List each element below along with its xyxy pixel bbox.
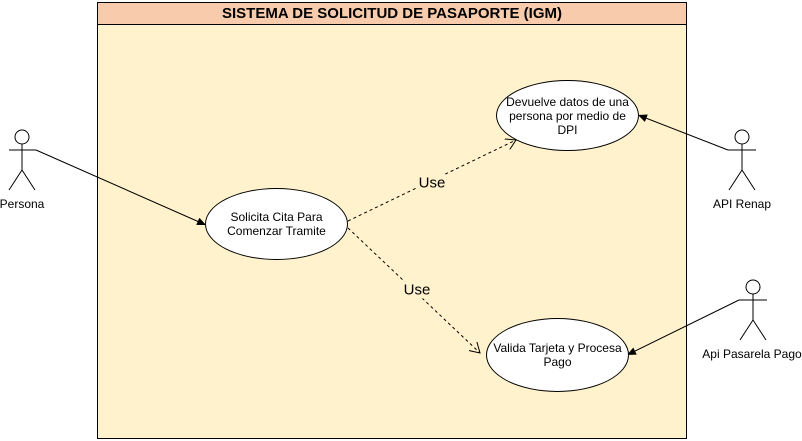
api-renap-actor-figure <box>728 129 756 191</box>
persona-to-solicita-line <box>35 149 207 226</box>
actor-label-persona: Persona <box>0 197 45 211</box>
persona-actor-figure <box>8 129 36 191</box>
api-pasarela-actor-figure <box>739 279 767 341</box>
actor-label-api-renap: API Renap <box>712 197 772 211</box>
use-case-devuelve-datos: Devuelve datos de una persona por medio … <box>496 80 639 151</box>
use-label-top: Use <box>417 174 447 192</box>
solicita-to-devuelve-dependency <box>347 140 516 222</box>
renap-to-devuelve-line <box>637 114 729 151</box>
pasarela-to-valida-line <box>626 299 740 356</box>
use-case-solicita-cita: Solicita Cita Para Comenzar Tramite <box>205 188 348 260</box>
actor-label-api-pasarela: Api Pasarela Pago <box>702 347 802 361</box>
use-case-valida-tarjeta: Valida Tarjeta y Procesa Pago <box>486 318 629 392</box>
system-title: SISTEMA DE SOLICITUD DE PASAPORTE (IGM) <box>98 3 686 25</box>
use-label-bottom: Use <box>402 281 432 299</box>
